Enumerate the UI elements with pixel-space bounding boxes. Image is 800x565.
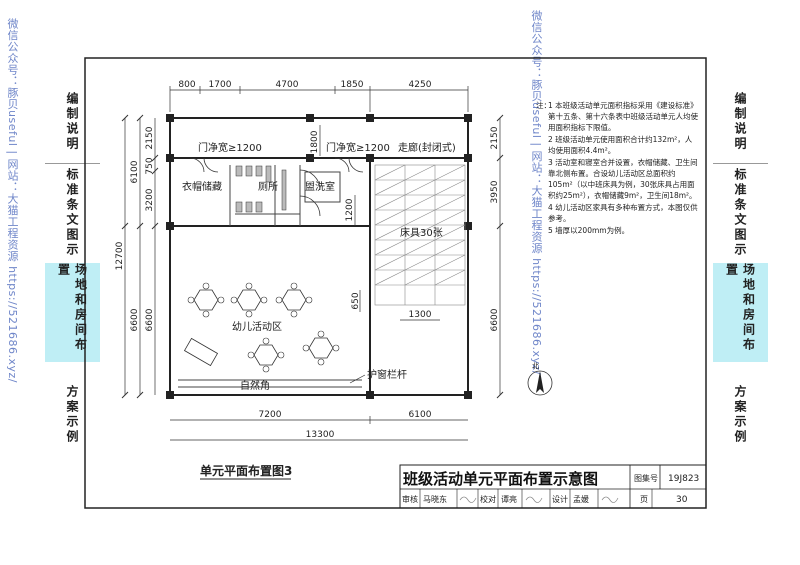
dim-1800: 1800	[310, 130, 320, 153]
dim-right-0: 2150	[490, 126, 500, 149]
dim-left-total: 12700	[115, 241, 125, 270]
reviewer-signature	[459, 496, 477, 503]
dim-bottom-1: 6100	[409, 410, 432, 420]
dim-left-outer-1: 6600	[130, 308, 140, 331]
drawing-frame	[84, 57, 707, 509]
tab-label: 编制说明	[733, 92, 747, 152]
title-block: 班级活动单元平面布置示意图 图集号 19J823 审核 马晓东 校对 谭亮 设计…	[399, 464, 707, 509]
dim-right-1: 3950	[490, 180, 500, 203]
tab-label: 方案示例	[733, 385, 747, 445]
dim-top-0: 800	[178, 80, 195, 90]
designer-name: 孟媛	[573, 494, 589, 504]
checker-name: 谭亮	[501, 494, 517, 504]
title-block-title: 班级活动单元平面布置示意图	[403, 470, 598, 488]
dim-left-outer-0: 6100	[130, 160, 140, 183]
watermark-right: 微信公众号：豚贝useful | 网站：大猫工程资源 https://52168…	[530, 10, 543, 375]
divider	[45, 163, 100, 164]
note-item: 2 班级活动单元使用面积合计约132m²，人均使用面积4.4m²。	[548, 135, 693, 155]
bed-grid	[374, 164, 466, 306]
check-label: 校对	[480, 494, 496, 504]
label-activity: 幼儿活动区	[232, 320, 282, 333]
north-label: 北	[532, 362, 539, 370]
reviewer-name: 马晓东	[423, 494, 447, 504]
dim-bottom-0: 7200	[259, 410, 282, 420]
label-toilet: 厕所	[258, 181, 278, 193]
right-tab-standard[interactable]: 标准条文图示	[713, 164, 768, 262]
activity-tables	[183, 289, 334, 367]
north-arrow-icon: 北	[527, 362, 553, 396]
label-railing: 护窗栏杆	[367, 368, 407, 381]
dimension-ticks	[121, 114, 504, 399]
dim-left-inner-0: 2150	[145, 126, 155, 149]
dim-right-2: 6600	[490, 308, 500, 331]
dimension-text: 800 1700 4700 1850 4250 7200 6100 13300 …	[115, 80, 500, 440]
interior-walls	[178, 165, 362, 388]
dim-left-inner-2: 3200	[145, 188, 155, 211]
room-labels: 门净宽≥1200 门净宽≥1200 走廊(封闭式) 衣帽储藏 厕所 盥洗室 床具…	[182, 141, 456, 392]
tab-label: 场地和房间布置	[724, 263, 756, 353]
tab-label: 标准条文图示	[733, 168, 747, 258]
divider	[713, 163, 768, 164]
label-wash-room: 盥洗室	[305, 180, 335, 193]
label-door-2: 门净宽≥1200	[326, 141, 390, 154]
exterior-walls	[169, 117, 469, 396]
railing-leader	[349, 374, 366, 384]
label-nature-corner: 自然角	[240, 379, 270, 392]
atlas-label: 图集号	[634, 473, 658, 483]
page-no: 30	[676, 495, 688, 505]
right-tab-compile[interactable]: 编制说明	[713, 82, 768, 162]
right-tab-site-active[interactable]: 场地和房间布置	[713, 263, 768, 362]
drawing-caption: 单元平面布置图3	[200, 463, 292, 478]
review-label: 审核	[402, 494, 418, 504]
atlas-no: 19J823	[668, 474, 699, 484]
left-tab-compile[interactable]: 编制说明	[45, 82, 100, 162]
note-item: 4 幼儿活动区家具有多种布置方式，本图仅供参考。	[548, 203, 698, 223]
note-item: 5 墙厚以200mm为例。	[548, 226, 630, 235]
dim-top-1: 1700	[209, 80, 232, 90]
checker-signature	[525, 496, 543, 503]
dim-total-bottom: 13300	[306, 430, 335, 440]
dim-650: 650	[351, 292, 361, 309]
tab-label: 编制说明	[65, 92, 79, 152]
notes-header: 注：	[536, 101, 551, 110]
dim-top-4: 4250	[409, 80, 432, 90]
design-label: 设计	[552, 494, 568, 504]
label-coat-storage: 衣帽储藏	[182, 180, 222, 193]
dim-left-inner-3: 6600	[145, 308, 155, 331]
dim-top-2: 4700	[276, 80, 299, 90]
label-beds: 床具30张	[400, 226, 443, 239]
tab-label: 标准条文图示	[65, 168, 79, 258]
label-door-1: 门净宽≥1200	[198, 141, 262, 154]
notes-panel: 注： 1 本班级活动单元面积指标采用《建设标准》第十五条、第十六条表中班级活动单…	[536, 100, 698, 236]
dim-1300: 1300	[409, 310, 432, 320]
watermark-left: 微信公众号：豚贝useful | 网站：大猫工程资源 https://52168…	[6, 18, 19, 383]
note-item: 3 活动室和寝室合并设置，衣帽储藏、卫生间靠北侧布置。合设幼儿活动区总面积约10…	[548, 158, 698, 200]
toilet-fixtures	[235, 165, 287, 213]
door-swings	[189, 157, 364, 217]
structural-columns	[166, 114, 472, 399]
right-tab-example[interactable]: 方案示例	[713, 380, 768, 450]
dimension-lines	[124, 86, 501, 441]
left-tab-standard[interactable]: 标准条文图示	[45, 164, 100, 262]
dim-left-inner-1: 750	[145, 157, 155, 174]
designer-signature	[601, 496, 619, 503]
chairs	[187, 282, 340, 373]
left-tab-site-active[interactable]: 场地和房间布置	[45, 263, 100, 362]
note-item: 1 本班级活动单元面积指标采用《建设标准》第十五条、第十六条表中班级活动单元人均…	[548, 101, 698, 132]
tab-label: 方案示例	[65, 385, 79, 445]
page-label: 页	[640, 495, 648, 504]
tab-label: 场地和房间布置	[56, 263, 88, 353]
dim-top-3: 1850	[341, 80, 364, 90]
left-tab-example[interactable]: 方案示例	[45, 380, 100, 450]
dim-1200: 1200	[345, 198, 355, 221]
label-corridor: 走廊(封闭式)	[398, 141, 456, 154]
